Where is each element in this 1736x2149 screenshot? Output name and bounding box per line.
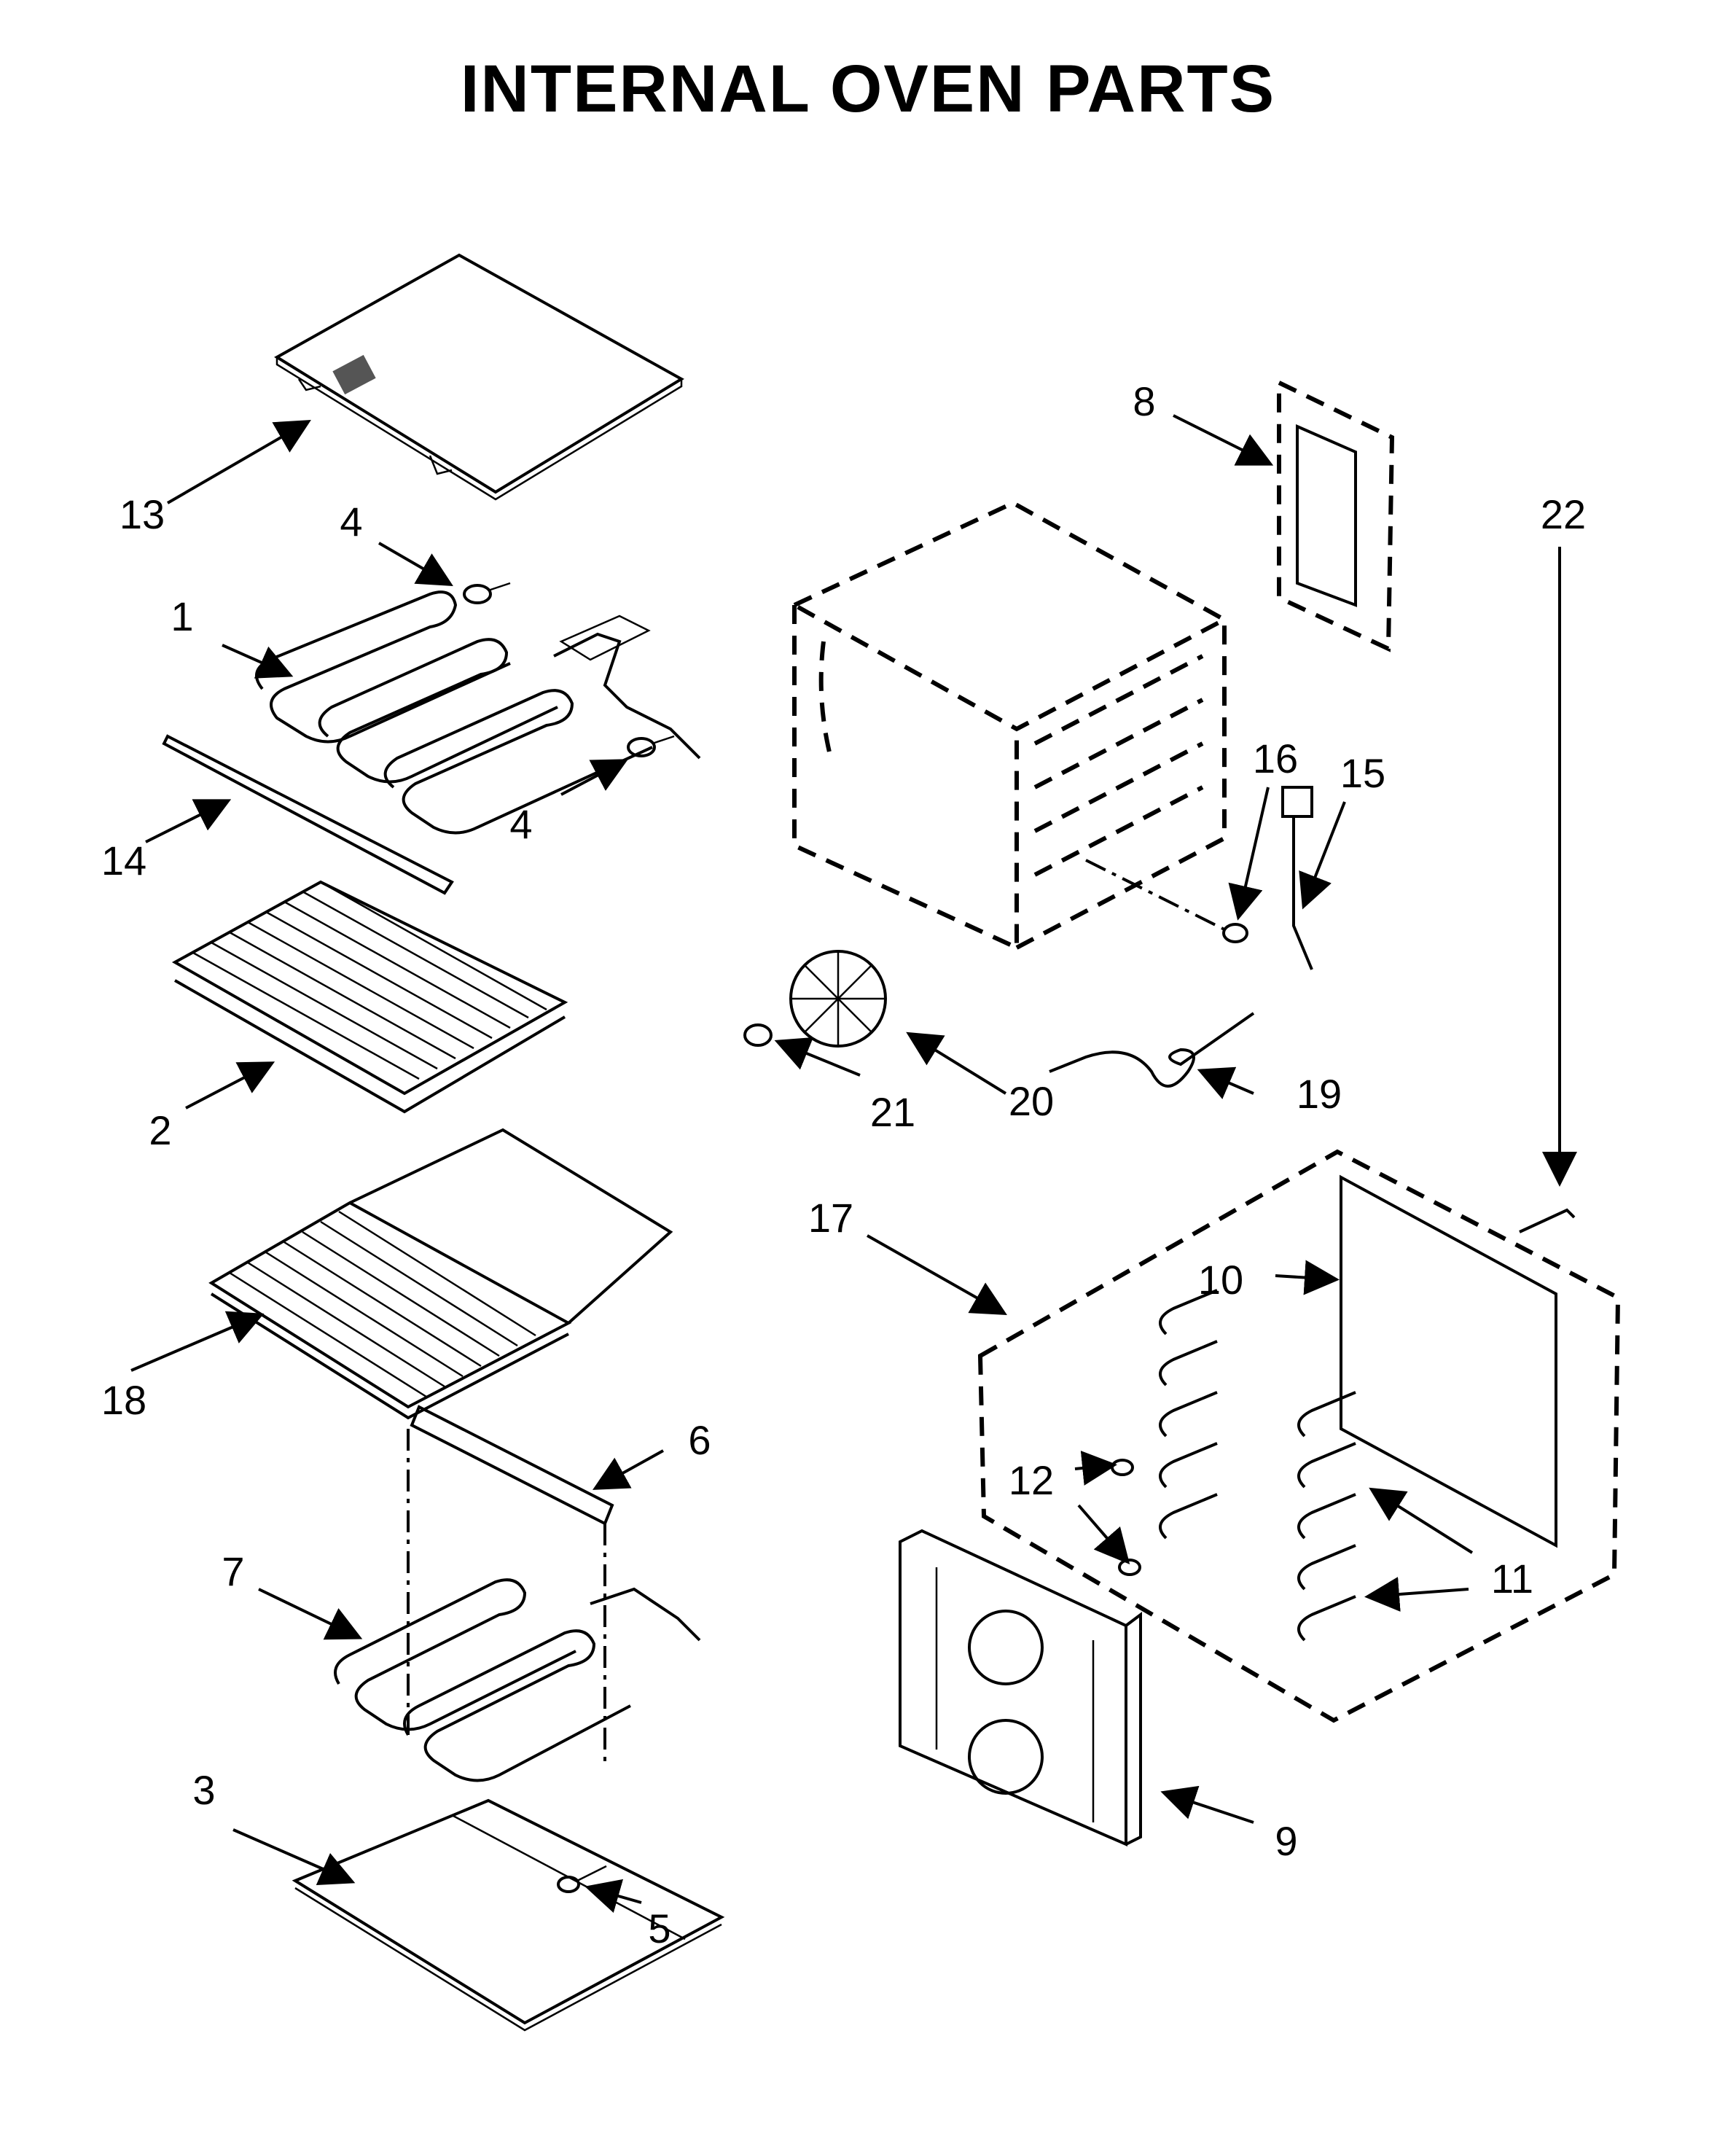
fan-nut-21 <box>743 1023 773 1047</box>
element-bracket-6 <box>410 1405 614 1526</box>
callout-7: 7 <box>222 1548 244 1594</box>
screw-12-a <box>1111 1459 1134 1476</box>
bottom-element-7 <box>334 1429 701 1782</box>
top-panel-13 <box>274 253 684 501</box>
callout-4-lower: 4 <box>509 801 532 847</box>
terminal-screw-4-upper <box>463 582 511 604</box>
callout-1: 1 <box>171 593 193 639</box>
callout-18: 18 <box>101 1377 146 1423</box>
screw-5 <box>557 1865 607 1893</box>
callout-13: 13 <box>120 491 165 537</box>
callout-15: 15 <box>1340 750 1385 796</box>
fan-housing-9 <box>899 1529 1142 1847</box>
callout-4-upper: 4 <box>340 499 362 545</box>
nut-16 <box>1222 923 1248 943</box>
callout-20: 20 <box>1009 1078 1054 1124</box>
terminal-screw-4-lower <box>627 735 675 757</box>
diagram-title: INTERNAL OVEN PARTS <box>460 52 1276 126</box>
callout-labels: 13 4 1 4 14 2 18 6 7 3 5 8 16 15 19 20 2… <box>101 378 1586 1951</box>
callout-16: 16 <box>1253 736 1298 781</box>
callout-5: 5 <box>648 1906 670 1951</box>
callout-21: 21 <box>870 1089 915 1135</box>
callout-9: 9 <box>1275 1818 1297 1864</box>
convection-assembly-17 <box>977 1149 1621 1723</box>
callout-17: 17 <box>808 1195 853 1241</box>
upper-element-1 <box>255 590 701 835</box>
bracket-8 <box>1277 379 1395 652</box>
callout-12: 12 <box>1009 1457 1054 1503</box>
screw-12-b <box>1118 1559 1141 1576</box>
callout-10: 10 <box>1198 1257 1243 1303</box>
fan-blade-20 <box>789 950 887 1048</box>
screw-22 <box>1519 1208 1576 1233</box>
callout-3: 3 <box>192 1767 215 1813</box>
probe-19 <box>1049 1012 1255 1088</box>
callout-8: 8 <box>1133 378 1155 424</box>
callout-22: 22 <box>1541 491 1586 537</box>
oven-cavity <box>789 500 1229 951</box>
axis-line <box>1085 859 1225 931</box>
callout-6: 6 <box>688 1417 711 1463</box>
sliding-rack-18 <box>208 1128 673 1420</box>
trim-strip-14 <box>162 734 454 895</box>
callout-2: 2 <box>149 1107 171 1153</box>
callout-19: 19 <box>1297 1071 1342 1117</box>
sensor-15 <box>1281 786 1313 970</box>
callout-14: 14 <box>101 838 146 884</box>
leader-arrows <box>130 414 1577 1914</box>
oven-rack-2 <box>171 880 568 1114</box>
callout-11: 11 <box>1491 1556 1533 1602</box>
